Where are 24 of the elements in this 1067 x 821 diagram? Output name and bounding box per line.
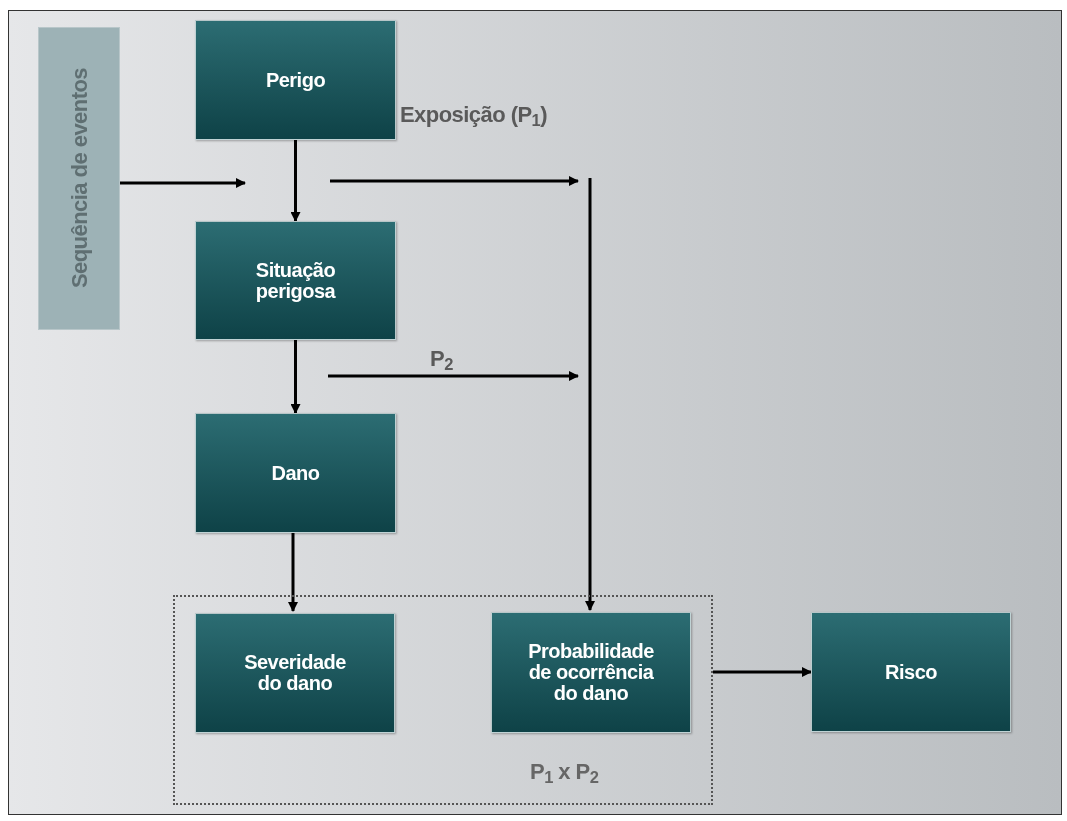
arrow-label: Exposição (P$_{1}$) [400,101,547,131]
box-label: Risco [885,661,937,683]
process-box [195,20,396,140]
arrow [120,178,246,188]
process-box [491,612,691,733]
box-label: Probabilidade de ocorrência do dano [527,641,655,704]
arrow [585,178,595,611]
arrow-label: P$_{2}$ [430,345,453,375]
process-box [811,612,1011,732]
process-box [195,221,396,340]
arrow [290,140,301,222]
process-box [195,413,396,533]
box-label: Severidade do dano [243,652,347,694]
dotted-group-box [173,595,713,805]
box-label: Situação perigosa [254,259,337,302]
box-label: Sequência de eventos [65,68,93,289]
arrow [713,667,812,677]
arrow [290,340,301,414]
box-label: Dano [271,462,320,484]
arrow [288,533,298,612]
group-label: P$_{1}$ x P$_{2}$ [530,758,599,788]
box-label: Perigo [265,69,326,91]
process-box [195,613,395,733]
side-bar-box [38,27,120,330]
